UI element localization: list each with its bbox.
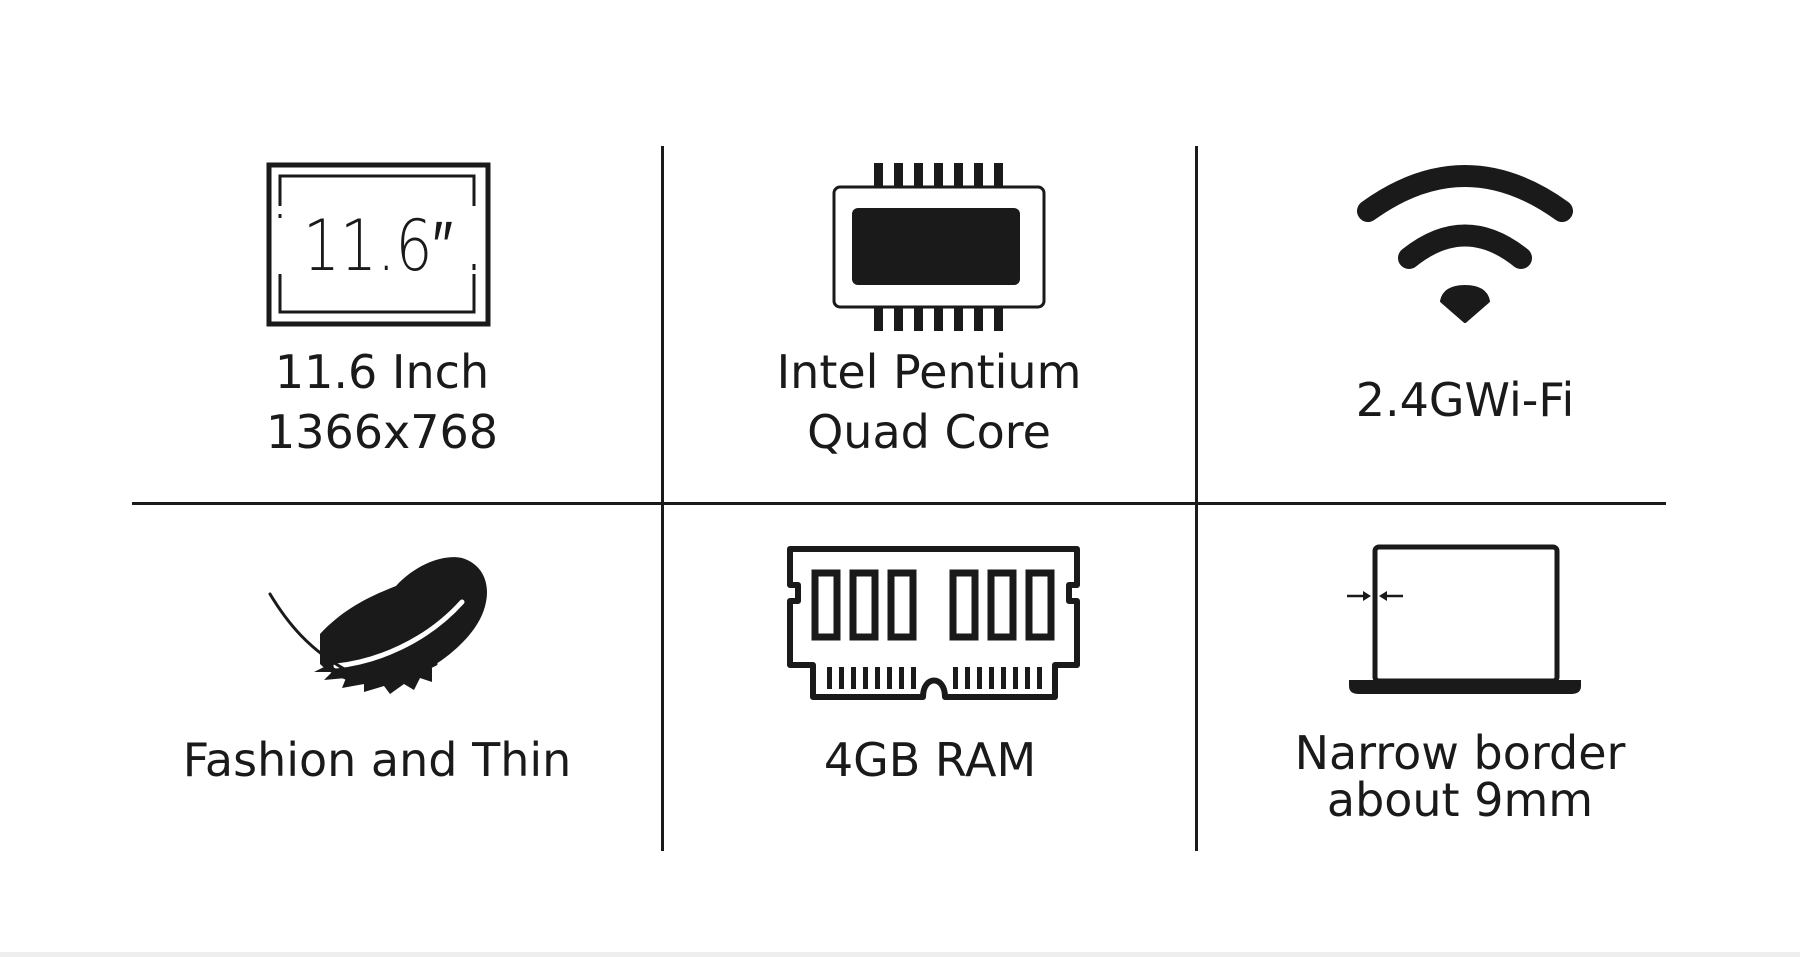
feature-label-screen: 11.6 Inch 1366x768: [232, 342, 532, 462]
feature-label-thin: Fashion and Thin: [182, 730, 572, 790]
feather-icon: [268, 557, 487, 694]
feature-label-line: Quad Core: [807, 405, 1051, 459]
feature-label-line: 2.4GWi-Fi: [1355, 373, 1575, 427]
grid-horizontal-divider: [132, 502, 1666, 505]
screen-size-icon: 11.6″: [266, 162, 491, 327]
feature-label-line: Intel Pentium: [776, 345, 1082, 399]
feature-label-line: 11.6 Inch: [274, 345, 490, 399]
feature-label-line: Fashion and Thin: [182, 733, 572, 787]
grid-vertical-divider-right: [1195, 146, 1198, 851]
feature-label-line: 1366x768: [265, 405, 499, 459]
feature-label-ram: 4GB RAM: [780, 730, 1080, 790]
bottom-edge-strip: [0, 952, 1800, 957]
laptop-narrow-border-icon: [1347, 544, 1581, 694]
cpu-chip-icon: [832, 163, 1046, 331]
feature-label-border: Narrow border about 9mm: [1290, 730, 1630, 824]
feature-label-line: about 9mm: [1326, 773, 1594, 827]
feature-label-cpu: Intel Pentium Quad Core: [743, 342, 1115, 462]
feature-label-wifi: 2.4GWi-Fi: [1330, 370, 1600, 430]
feature-label-line: 4GB RAM: [823, 733, 1037, 787]
screen-size-icon-text: 11.6″: [303, 205, 453, 287]
grid-vertical-divider-left: [661, 146, 664, 851]
wifi-icon: [1357, 165, 1573, 323]
feature-label-line: Narrow border: [1294, 726, 1626, 780]
ram-module-icon: [787, 546, 1080, 700]
